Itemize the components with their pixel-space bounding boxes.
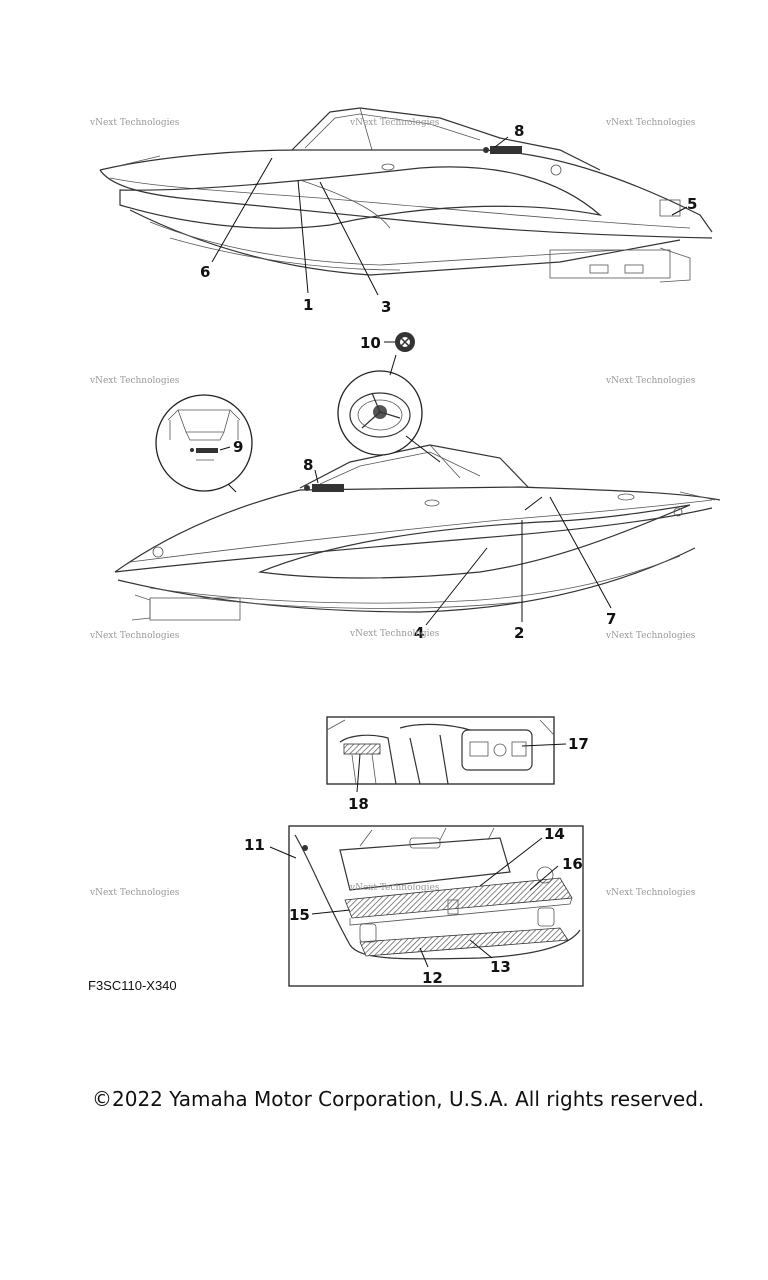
- callout-4[interactable]: 4: [414, 624, 424, 642]
- callout-7[interactable]: 7: [606, 610, 616, 628]
- svg-text:vNext Technologies: vNext Technologies: [349, 629, 440, 639]
- callout-5[interactable]: 5: [687, 195, 697, 213]
- svg-text:vNext Technologies: vNext Technologies: [89, 376, 180, 386]
- copyright-notice: ©2022 Yamaha Motor Corporation, U.S.A. A…: [92, 1087, 705, 1111]
- callout-8-bottom[interactable]: 8: [303, 456, 313, 474]
- svg-text:vNext Technologies: vNext Technologies: [349, 883, 440, 893]
- svg-text:vNext Technologies: vNext Technologies: [605, 376, 696, 386]
- callout-15[interactable]: 15: [289, 906, 310, 924]
- callout-3[interactable]: 3: [381, 298, 391, 316]
- svg-text:vNext Technologies: vNext Technologies: [605, 631, 696, 641]
- svg-text:vNext Technologies: vNext Technologies: [89, 888, 180, 898]
- callout-1[interactable]: 1: [303, 296, 313, 314]
- svg-text:vNext Technologies: vNext Technologies: [605, 118, 696, 128]
- boat-top-view: [99, 107, 713, 283]
- callout-16[interactable]: 16: [562, 855, 583, 873]
- detail-box-helm: [326, 716, 555, 785]
- callout-17[interactable]: 17: [568, 735, 589, 753]
- callout-6[interactable]: 6: [200, 263, 210, 281]
- detail-circle-steering-wheel: [337, 332, 423, 456]
- callout-18[interactable]: 18: [348, 795, 369, 813]
- callout-9[interactable]: 9: [233, 438, 243, 456]
- boat-port-view: [114, 444, 721, 621]
- callout-10[interactable]: 10: [360, 334, 381, 352]
- callout-2[interactable]: 2: [514, 624, 524, 642]
- watermarks: vNext Technologies vNext Technologies vN…: [89, 118, 696, 898]
- detail-circle-transom: [155, 394, 253, 492]
- callout-12[interactable]: 12: [422, 969, 443, 987]
- svg-text:vNext Technologies: vNext Technologies: [349, 118, 440, 128]
- callout-8-top[interactable]: 8: [514, 122, 524, 140]
- figure-code: F3SC110-X340: [88, 978, 177, 993]
- callout-13[interactable]: 13: [490, 958, 511, 976]
- detail-box-swim-platform: [288, 825, 584, 987]
- svg-text:vNext Technologies: vNext Technologies: [89, 631, 180, 641]
- callout-11[interactable]: 11: [244, 836, 265, 854]
- callout-14[interactable]: 14: [544, 825, 565, 843]
- svg-text:vNext Technologies: vNext Technologies: [89, 118, 180, 128]
- svg-text:vNext Technologies: vNext Technologies: [605, 888, 696, 898]
